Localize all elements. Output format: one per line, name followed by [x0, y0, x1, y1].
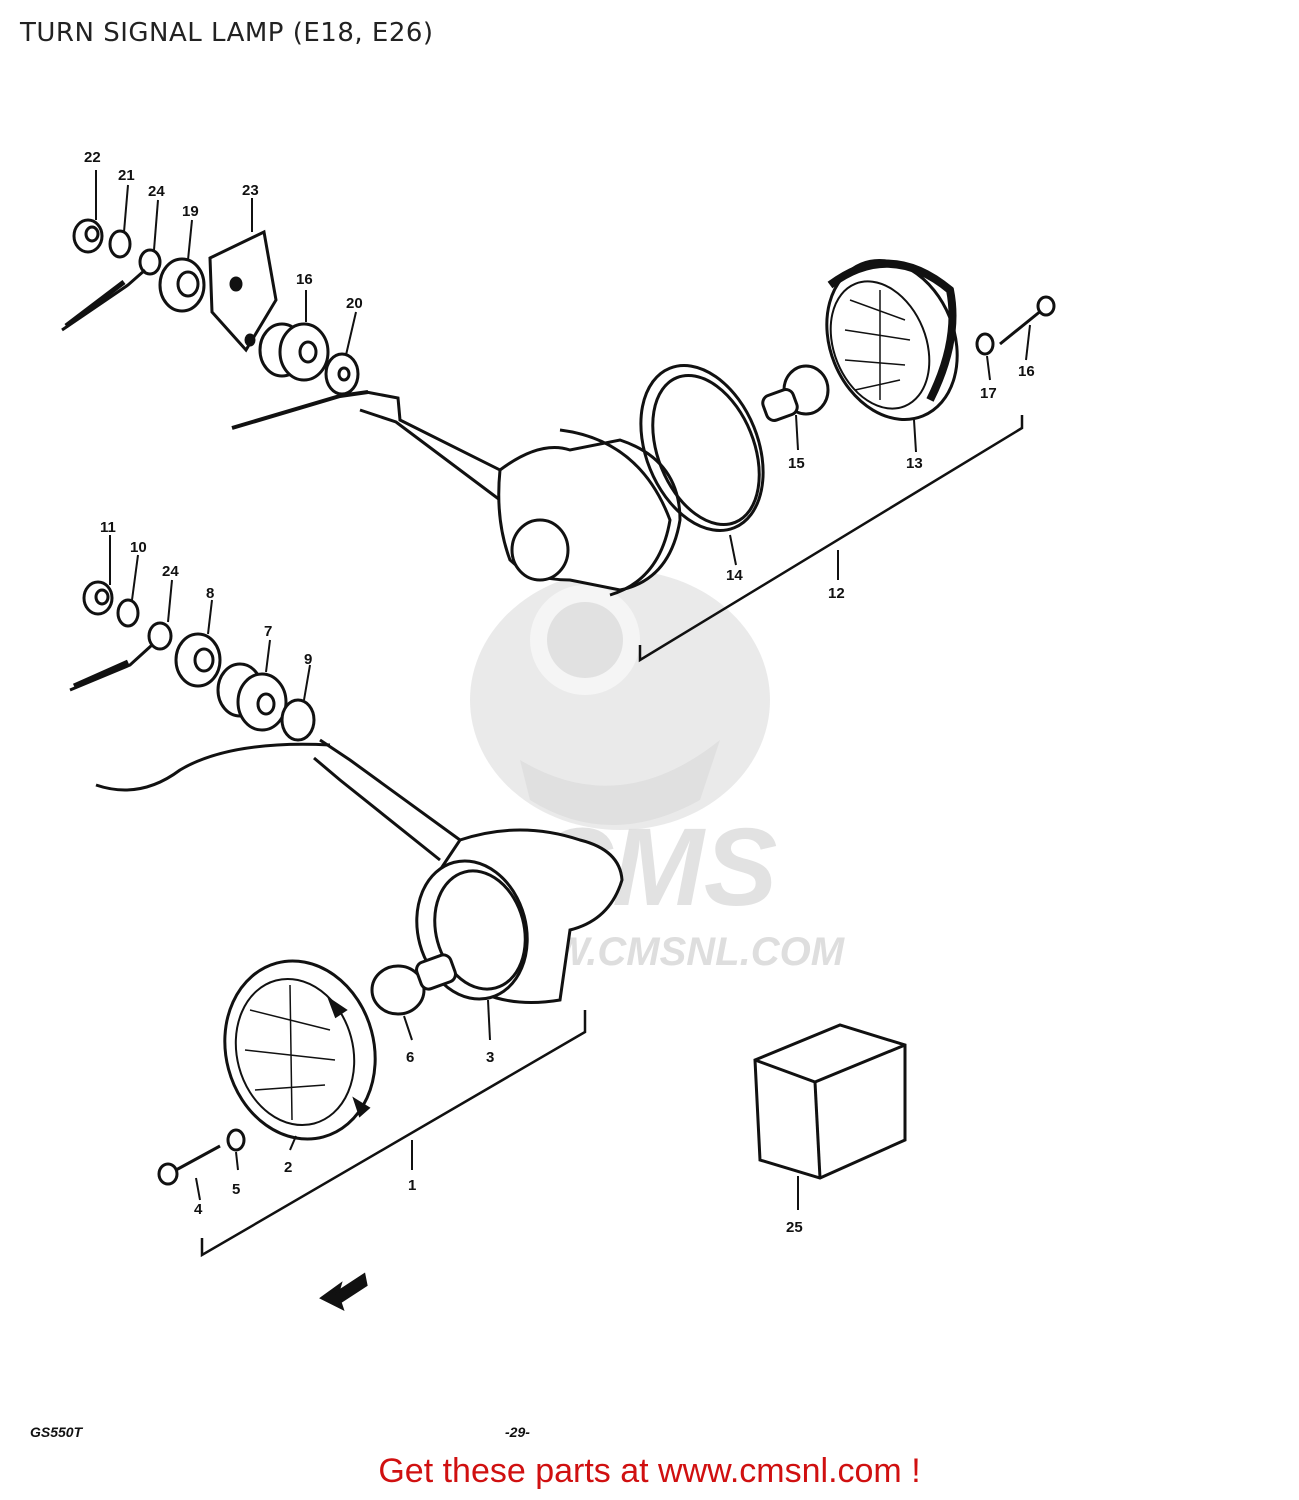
screw-4: [157, 1144, 221, 1186]
callout-13: 13: [906, 455, 923, 472]
terminal-24-lower: [69, 621, 173, 692]
callout-25: 25: [786, 1219, 803, 1236]
callout-20: 20: [346, 295, 363, 312]
washer-5: [226, 1128, 246, 1152]
callout-2: 2: [284, 1159, 292, 1176]
nut-22: [72, 218, 104, 254]
leader-lines: [95, 170, 1031, 1210]
callout-19: 19: [182, 203, 199, 220]
terminal-24-upper: [61, 248, 162, 332]
bulb-15: [761, 364, 830, 422]
callout-3: 3: [486, 1049, 494, 1066]
lens-2: [223, 959, 377, 1141]
assembly-bracket-1: [200, 1010, 587, 1258]
callout-22: 22: [84, 149, 101, 166]
washer-17: [975, 332, 995, 356]
callout-16-right: 16: [1018, 363, 1035, 380]
callout-10: 10: [130, 539, 147, 556]
callout-1: 1: [408, 1177, 416, 1194]
front-direction-arrow: [319, 1272, 368, 1311]
callout-9: 9: [304, 651, 312, 668]
callout-12: 12: [828, 585, 845, 602]
grommet-19: [158, 257, 206, 313]
callout-21: 21: [118, 167, 135, 184]
callout-24-upper: 24: [148, 183, 165, 200]
callout-8: 8: [206, 585, 214, 602]
upper-turn-signal-assembly: [61, 218, 1056, 663]
assembly-bracket-12: [638, 415, 1024, 663]
cushion-7: [216, 662, 288, 732]
screw-16-upper: [999, 295, 1056, 346]
washer-21: [108, 229, 132, 259]
callout-4: 4: [194, 1201, 203, 1218]
callout-7: 7: [264, 623, 272, 640]
callout-17: 17: [980, 385, 997, 402]
bulb-6: [370, 953, 457, 1016]
callout-14: 14: [726, 567, 743, 584]
callout-16-upper: 16: [296, 271, 313, 288]
footer-model: GS550T: [30, 1424, 84, 1440]
gasket-14: [639, 364, 765, 532]
callout-23: 23: [242, 182, 259, 199]
bracket-23: [208, 229, 278, 353]
callout-11: 11: [100, 519, 116, 536]
callout-6: 6: [406, 1049, 414, 1066]
diagram-title: TURN SIGNAL LAMP (E18, E26): [20, 18, 434, 48]
parts-banner[interactable]: Get these parts at www.cmsnl.com !: [378, 1452, 921, 1490]
lower-turn-signal-assembly: [69, 580, 907, 1311]
footer-page: -29-: [505, 1424, 530, 1440]
cushion-16: [258, 322, 330, 382]
washer-9: [280, 698, 316, 742]
callout-15: 15: [788, 455, 805, 472]
callout-5: 5: [232, 1181, 240, 1198]
callout-24-lower: 24: [162, 563, 179, 580]
flasher-relay-25: [753, 1023, 907, 1180]
callout-labels: 22 21 24 19 23 16 20 17 16 15 13 14 12 1…: [84, 149, 1035, 1236]
lens-13: [825, 259, 959, 421]
washer-10: [116, 598, 140, 628]
washer-20: [324, 352, 360, 396]
grommet-8: [174, 632, 222, 688]
